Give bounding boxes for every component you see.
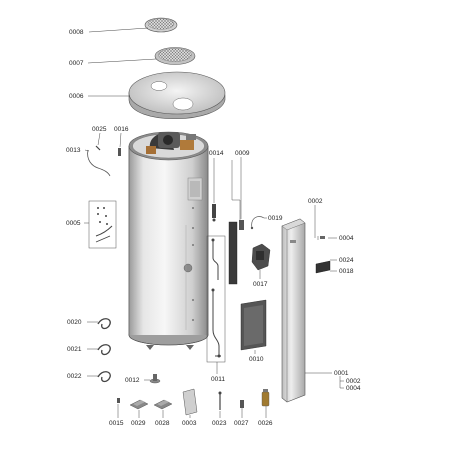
label-0013: 0013 [66,147,81,154]
anode-0026 [261,389,270,407]
label-0010: 0010 [249,356,264,363]
display-0024 [315,260,331,274]
label-0001: 0001 [334,370,349,377]
top-grille-0008 [144,17,178,33]
electronic-board-0017 [251,243,271,271]
label-0017: 0017 [253,281,268,288]
top-cover-0006 [128,71,226,120]
hardware-kit-0005 [88,200,117,249]
connector-0025 [95,145,101,151]
label-0021: 0021 [67,346,82,353]
water-tank-body [128,131,209,350]
label-0002-top: 0002 [308,198,323,205]
label-0023: 0023 [212,420,227,427]
hose-0021 [97,344,111,356]
label-0006: 0006 [69,93,84,100]
clip-0015 [117,398,120,403]
bracket-0029 [129,399,149,410]
label-0028: 0028 [155,420,170,427]
grille-frame-0007 [154,47,196,65]
label-0025: 0025 [92,126,107,133]
drain-valve-0012 [149,374,161,384]
hose-0020 [97,318,111,330]
label-0004-bottom: 0004 [346,385,361,392]
sensor-probe-0023 [218,391,222,410]
label-0007: 0007 [69,60,84,67]
label-0026: 0026 [258,420,273,427]
heating-element-0009 [228,160,244,285]
label-0027: 0027 [234,420,249,427]
label-0029: 0029 [131,420,146,427]
small-part-0004 [317,236,325,240]
label-0011: 0011 [211,376,225,383]
label-0008: 0008 [69,29,84,36]
label-0024: 0024 [339,257,354,264]
sensor-0014 [212,204,216,222]
label-0014: 0014 [209,150,224,157]
bracket-0028 [153,399,173,410]
label-0003: 0003 [182,420,197,427]
label-0004-top: 0004 [339,235,354,242]
screw-0016 [118,148,121,156]
label-0022: 0022 [67,373,82,380]
label-0018: 0018 [339,268,354,275]
label-0005: 0005 [66,220,81,227]
hose-0022 [97,371,111,383]
leader-lines [84,27,344,418]
fuse-0027 [240,400,244,408]
label-0009: 0009 [235,150,250,157]
part-labels: 0008 0007 0006 0025 0016 0013 0014 0009 … [66,29,361,427]
control-box-0010 [240,299,267,351]
cable-0013 [87,149,111,177]
manual-0003 [182,388,198,416]
label-0015: 0015 [109,420,124,427]
label-0016: 0016 [114,126,129,133]
label-0012: 0012 [125,377,140,384]
front-panel-0001 [281,218,306,403]
label-0002-bottom: 0002 [346,378,361,385]
label-0019: 0019 [268,215,283,222]
pipe-assembly-0011 [206,235,226,363]
cable-0019 [250,216,265,230]
label-0020: 0020 [67,319,82,326]
